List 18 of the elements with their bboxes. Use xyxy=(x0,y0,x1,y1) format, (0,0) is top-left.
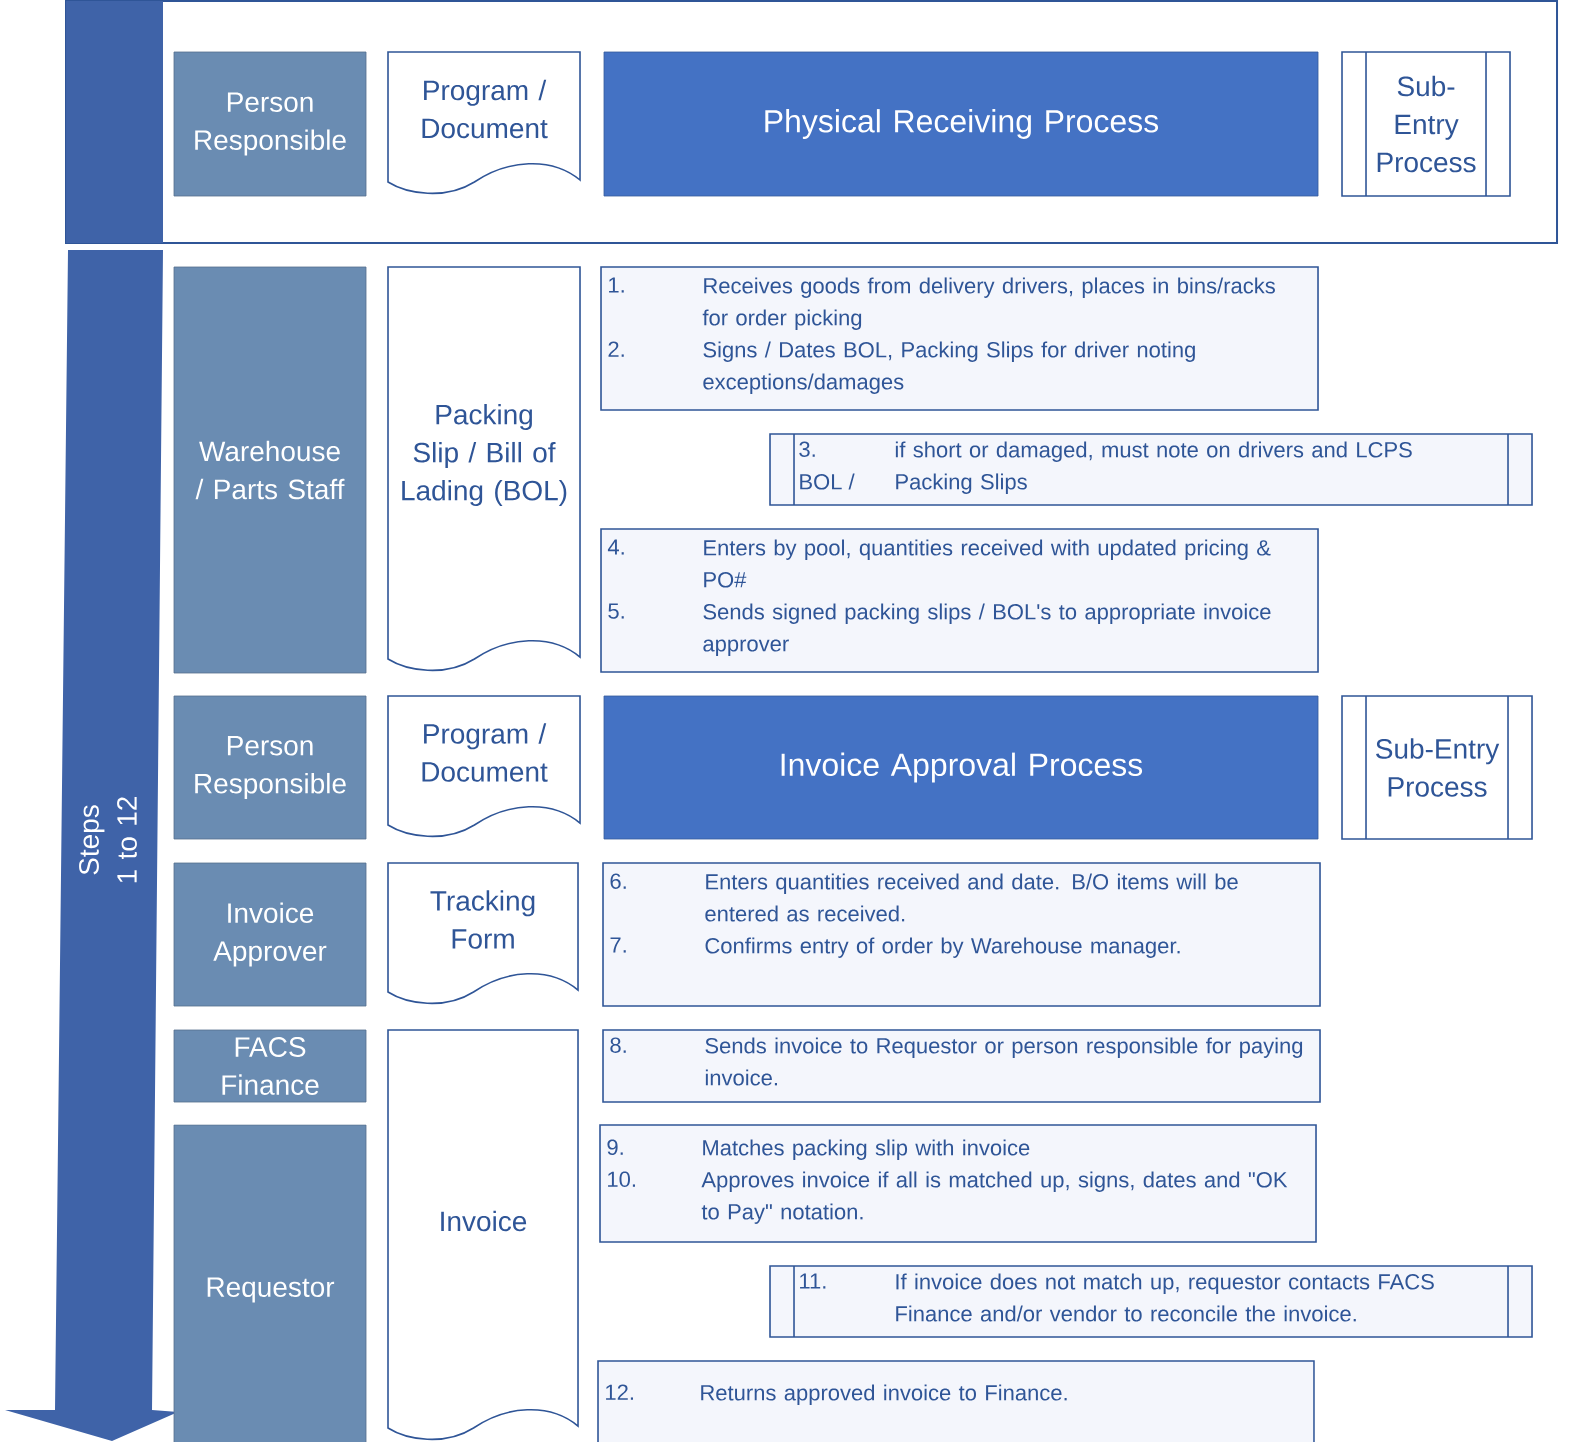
role-box: Requestor xyxy=(173,1124,367,1442)
step-box: 1. Receives goods from delivery drivers, places in bins/racks for order picking 2. Signs / Dates BOL, Packing Slips for driver noting exceptions/damages xyxy=(600,266,1319,411)
role-box: Warehouse / Parts Staff xyxy=(173,266,367,674)
role-box: Person Responsible xyxy=(173,695,367,840)
role-box: Invoice Approver xyxy=(173,862,367,1007)
step-box: 12. Returns approved invoice to Finance. xyxy=(597,1360,1315,1442)
subprocess-box: Sub-Entry Process xyxy=(1341,51,1511,197)
step-box: 8. Sends invoice to Requestor or person responsible for paying invoice. xyxy=(602,1029,1321,1103)
process-header: Invoice Approval Process xyxy=(603,695,1319,840)
step-box: 4. Enters by pool, quantities received with updated pricing & PO# 5. Sends signed packing slips / BOL's to appropriate invoice approver xyxy=(600,528,1319,673)
subprocess-box: Sub-Entry Process xyxy=(1341,695,1533,840)
step-box: 6. Enters quantities received and date. B/O items will be entered as received. 7. Confirms entry of order by Warehouse manager. xyxy=(602,862,1321,1007)
step-box: 9. Matches packing slip with invoice 10. Approves invoice if all is matched up, signs, dates and "OK to Pay" notation. xyxy=(599,1124,1317,1243)
role-box: Person Responsible xyxy=(173,51,367,197)
substep-box: 3. if short or damaged, must note on drivers and LCPS BOL / Packing Slips xyxy=(769,433,1533,506)
role-box: FACS Finance xyxy=(173,1029,367,1103)
substep-box: 11. If invoice does not match up, requestor contacts FACS Finance and/or vendor to reconcile the invoice. xyxy=(769,1265,1533,1338)
process-header: Physical Receiving Process xyxy=(603,51,1319,197)
